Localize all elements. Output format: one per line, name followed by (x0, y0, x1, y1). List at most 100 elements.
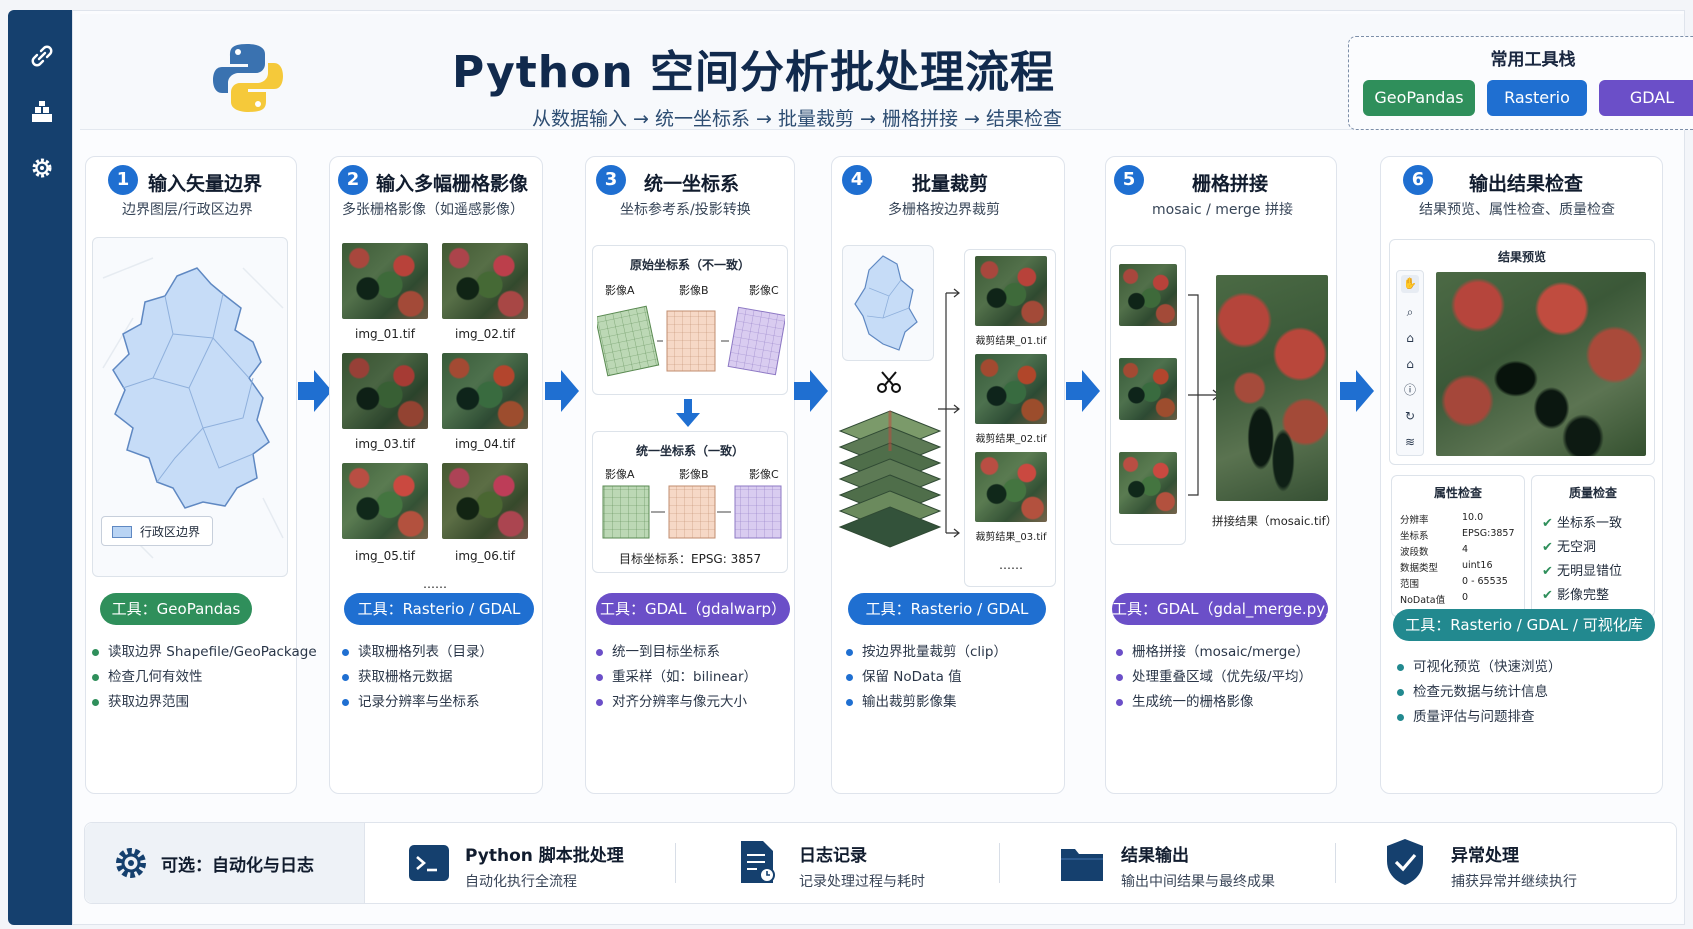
bottom-item-subtitle: 记录处理过程与耗时 (799, 874, 925, 890)
step-6-tool-badge: 工具：Rasterio / GDAL / 可视化库 (1393, 609, 1655, 641)
flow-arrow-icon (298, 370, 332, 412)
step-number: 6 (1403, 165, 1433, 195)
target-crs-label: 目标坐标系：EPSG: 3857 (619, 552, 762, 566)
step-3-bullets: 统一到目标坐标系 重采样（如：bilinear） 对齐分辨率与像元大小 (596, 640, 757, 715)
flow-arrow-icon (794, 370, 828, 412)
home-outline-icon[interactable]: ⌂ (1406, 357, 1414, 371)
automation-label: 可选：自动化与日志 (161, 856, 314, 876)
step-5-card: 5 栅格拼接 mosaic / merge 拼接 拼接结果（mosaic.tif… (1105, 156, 1340, 794)
pipeline-subtitle: 从数据输入 → 统一坐标系 → 批量裁剪 → 栅格拼接 → 结果检查 (532, 108, 1062, 130)
mosaic-result-image (1216, 275, 1328, 501)
raster-stack-icon (838, 410, 942, 548)
check-item: ✔ 无明显错位 (1542, 560, 1622, 579)
more-ellipsis: …… (999, 558, 1023, 572)
check-label: 无明显错位 (1557, 564, 1623, 579)
crs-after-title: 统一坐标系（一致） (635, 444, 744, 458)
crs-after-grids (602, 485, 782, 539)
layers-icon[interactable] (28, 98, 56, 126)
step-subtitle: 结果预览、属性检查、质量检查 (1419, 202, 1615, 218)
attr-key: 坐标系 (1400, 531, 1429, 542)
check-icon: ✔ (1542, 516, 1553, 531)
scissors-icon (877, 371, 901, 393)
preview-panel: 结果预览 ✋ ⌕ ⌂ ⌂ ⓘ ↻ ≋ (1389, 239, 1655, 465)
image-label: 影像B (679, 468, 709, 481)
result-preview-image (1436, 272, 1646, 456)
folder-icon (1061, 849, 1103, 881)
shield-check-icon (1387, 839, 1423, 885)
link-icon[interactable] (28, 42, 56, 70)
clip-result-thumbnail (975, 354, 1047, 424)
step-2-tool-badge: 工具：Rasterio / GDAL (344, 593, 534, 625)
bullet-item: 输出裁剪影像集 (846, 690, 1007, 715)
clip-boundary-thumb (842, 245, 934, 361)
measure-icon[interactable]: ↻ (1404, 409, 1416, 423)
file-label: img_01.tif (355, 327, 415, 341)
home-icon[interactable]: ⌂ (1406, 331, 1414, 345)
step-1-bullets: 读取边界 Shapefile/GeoPackage 检查几何有效性 获取边界范围 (92, 640, 317, 715)
step-subtitle: mosaic / merge 拼接 (1152, 202, 1293, 218)
attr-value: 0 - 65535 (1462, 576, 1508, 587)
bottom-item-title: Python 脚本批处理 (465, 846, 624, 866)
file-label: img_04.tif (455, 437, 515, 451)
python-logo-icon (213, 44, 283, 112)
divider (1335, 843, 1336, 883)
attribute-check-title: 属性检查 (1433, 486, 1482, 500)
bottom-item-subtitle: 输出中间结果与最终成果 (1121, 874, 1275, 890)
image-label: 影像A (605, 284, 635, 297)
step-number: 4 (842, 165, 872, 195)
layers-icon[interactable]: ≋ (1404, 435, 1416, 449)
preview-title: 结果预览 (1497, 250, 1546, 264)
raster-thumbnail (342, 463, 428, 539)
bullet-item: 统一到目标坐标系 (596, 640, 757, 665)
step-6-bullets: 可视化预览（快速浏览） 检查元数据与统计信息 质量评估与问题排查 (1397, 655, 1562, 730)
step-4-bullets: 按边界批量裁剪（clip） 保留 NoData 值 输出裁剪影像集 (846, 640, 1007, 715)
pan-hand-icon[interactable]: ✋ (1401, 275, 1419, 293)
step-title: 统一坐标系 (644, 173, 740, 195)
info-icon[interactable]: ⓘ (1403, 383, 1416, 397)
bullet-item: 重采样（如：bilinear） (596, 665, 757, 690)
bullet-item: 对齐分辨率与像元大小 (596, 690, 757, 715)
more-ellipsis: …… (423, 577, 447, 591)
gear-icon[interactable] (28, 154, 56, 182)
bullet-item: 读取边界 Shapefile/GeoPackage (92, 640, 317, 665)
clip-result-label: 裁剪结果_03.tif (975, 532, 1047, 543)
divider (675, 843, 676, 883)
step-title: 输入矢量边界 (148, 173, 263, 195)
quality-check-panel: 质量检查 ✔ 坐标系一致 ✔ 无空洞 ✔ 无明显错位 ✔ 影像完整 (1531, 475, 1655, 617)
step-title: 批量裁剪 (912, 173, 989, 195)
mosaic-input-thumbnail (1119, 358, 1177, 420)
step-4-card: 4 批量裁剪 多栅格按边界裁剪 (831, 156, 1065, 794)
flow-arrow-icon (1340, 370, 1374, 412)
zoom-icon[interactable]: ⌕ (1406, 305, 1414, 319)
step-3-card: 3 统一坐标系 坐标参考系/投影转换 原始坐标系（不一致） 影像A 影像B 影像… (585, 156, 795, 794)
attr-value: 0 (1462, 592, 1469, 603)
mosaic-result-label: 拼接结果（mosaic.tif） (1212, 514, 1338, 528)
raster-thumbnail (342, 353, 428, 429)
file-label: img_05.tif (355, 549, 415, 563)
crs-before-title: 原始坐标系（不一致） (629, 258, 750, 272)
legend-swatch (112, 526, 132, 538)
bullet-item: 按边界批量裁剪（clip） (846, 640, 1007, 665)
step-6-card: 6 输出结果检查 结果预览、属性检查、质量检查 结果预览 ✋ ⌕ ⌂ ⌂ ⓘ ↻… (1380, 156, 1663, 794)
bullet-item: 保留 NoData 值 (846, 665, 1007, 690)
file-label: img_06.tif (455, 549, 515, 563)
step-number: 2 (338, 165, 368, 195)
bottom-item-title: 日志记录 (799, 846, 867, 866)
terminal-icon (409, 845, 449, 881)
bullet-item: 栅格拼接（mosaic/merge） (1116, 640, 1312, 665)
step-title: 输入多幅栅格影像 (376, 173, 529, 195)
step-1-card: 1 输入矢量边界 边界图层/行政区边界 行政区边界 工具：GeoPandas 读… (85, 156, 317, 794)
boundary-map: 行政区边界 (92, 237, 288, 577)
stack-rasterio-button[interactable]: Rasterio (1487, 80, 1587, 116)
stack-gdal-button[interactable]: GDAL (1599, 80, 1693, 116)
step-subtitle: 坐标参考系/投影转换 (620, 202, 751, 218)
attr-value: EPSG:3857 (1462, 528, 1515, 539)
check-item: ✔ 影像完整 (1542, 584, 1609, 603)
stack-geopandas-button[interactable]: GeoPandas (1363, 80, 1475, 116)
mosaic-input-thumbnail (1119, 452, 1177, 514)
boundary-polygon (102, 257, 284, 559)
mosaic-inputs-panel (1110, 245, 1186, 545)
step-subtitle: 多张栅格影像（如遥感影像） (342, 202, 524, 218)
bullet-item: 读取栅格列表（目录） (342, 640, 493, 665)
step-title: 栅格拼接 (1192, 173, 1269, 195)
